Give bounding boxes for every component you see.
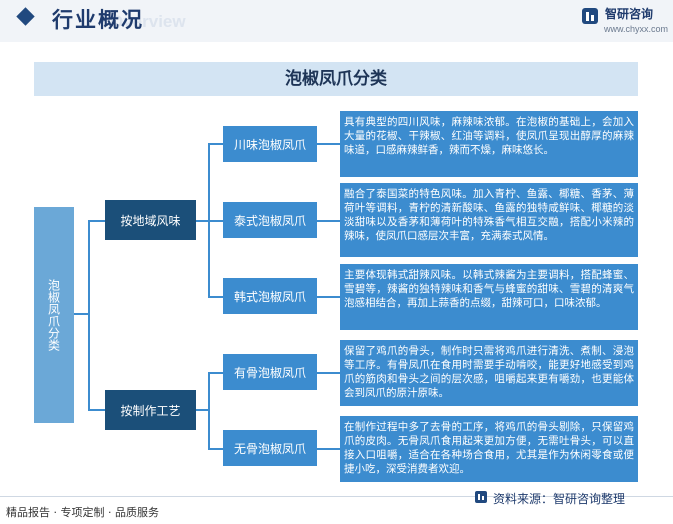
connector-leaf4-desc bbox=[317, 372, 341, 374]
connector-root-to-cat1 bbox=[88, 220, 105, 222]
source-note: 资料来源：智研咨询整理 bbox=[493, 492, 626, 506]
category-process: 按制作工艺 bbox=[105, 390, 196, 430]
page-title: 行业概况 bbox=[52, 8, 144, 32]
category-region: 按地域风味 bbox=[105, 200, 196, 240]
connector-cat2-leaf1 bbox=[208, 372, 223, 374]
connector-leaf5-desc bbox=[317, 448, 341, 450]
connector-cat1-leaf2 bbox=[208, 220, 223, 222]
leaf-bone-in: 有骨泡椒凤爪 bbox=[223, 354, 317, 390]
connector-cat1-leaf1 bbox=[208, 143, 223, 145]
connector-cat2-vertical bbox=[208, 372, 210, 449]
connector-root-vertical bbox=[88, 221, 90, 410]
connector-root-trunk bbox=[74, 313, 90, 315]
connector-leaf2-desc bbox=[317, 220, 341, 222]
title-band bbox=[34, 62, 638, 96]
connector-cat2-out bbox=[196, 409, 209, 411]
leaf-boneless: 无骨泡椒凤爪 bbox=[223, 430, 317, 466]
header-bar bbox=[0, 0, 673, 42]
logo-icon-small bbox=[475, 491, 487, 503]
desc-bone-in: 保留了鸡爪的骨头，制作时只需将鸡爪进行清洗、煮制、浸泡等工序。有骨凤爪在食用时需… bbox=[340, 340, 638, 406]
connector-leaf3-desc bbox=[317, 296, 341, 298]
desc-sichuan: 具有典型的四川风味，麻辣味浓郁。在泡椒的基础上，会加入大量的花椒、干辣椒、红油等… bbox=[340, 111, 638, 177]
footer-services: 精品报告 · 专项定制 · 品质服务 bbox=[6, 506, 159, 519]
desc-boneless: 在制作过程中多了去骨的工序，将鸡爪的骨头剔除，只保留鸡爪的皮肉。无骨凤爪食用起来… bbox=[340, 416, 638, 482]
leaf-korean: 韩式泡椒凤爪 bbox=[223, 278, 317, 314]
leaf-thai: 泰式泡椒凤爪 bbox=[223, 202, 317, 238]
logo-url: www.chyxx.com bbox=[604, 24, 669, 34]
connector-cat2-leaf2 bbox=[208, 448, 223, 450]
footer-divider bbox=[0, 496, 673, 497]
header-watermark: Overview bbox=[110, 12, 186, 31]
desc-thai: 融合了泰国菜的特色风味。加入青柠、鱼露、椰糖、香茅、薄荷叶等调料，青柠的清新酸味… bbox=[340, 183, 638, 257]
leaf-sichuan: 川味泡椒凤爪 bbox=[223, 126, 317, 162]
desc-korean: 主要体现韩式甜辣风味。以韩式辣酱为主要调料，搭配蜂蜜、雪碧等，辣酱的独特辣味和香… bbox=[340, 264, 638, 330]
diagram-title: 泡椒凤爪分类 bbox=[285, 69, 387, 89]
connector-cat1-out bbox=[196, 220, 209, 222]
connector-leaf1-desc bbox=[317, 143, 341, 145]
connector-root-to-cat2 bbox=[88, 409, 105, 411]
logo-icon bbox=[582, 8, 598, 24]
root-node: 泡椒凤爪分类 bbox=[34, 207, 74, 423]
logo-name: 智研咨询 bbox=[605, 7, 654, 21]
connector-cat1-leaf3 bbox=[208, 296, 223, 298]
